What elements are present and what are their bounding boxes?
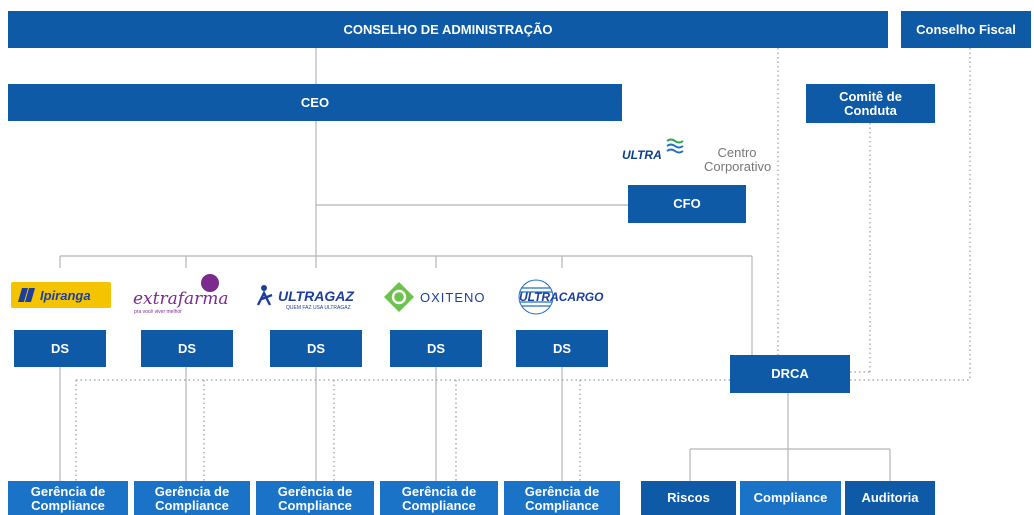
extrafarma-logo-text: extrafarma xyxy=(133,289,229,309)
extrafarma-logo-graphic: extrafarma pra você viver melhor xyxy=(133,274,229,315)
oxiteno-logo: OXITENO xyxy=(383,281,495,313)
compliance-mgmt-extrafarma: Gerência de Compliance xyxy=(134,481,250,515)
compliance-box: Compliance xyxy=(740,481,841,515)
ultragaz-logo: ULTRAGAZ QUEM FAZ USA ULTRAGAZ xyxy=(256,283,374,311)
compliance-mgmt-oxiteno: Gerência de Compliance xyxy=(380,481,498,515)
corporate-center-line2: Corporativo xyxy=(704,159,772,174)
corporate-center-label: Centro Corporativo xyxy=(704,145,772,174)
extrafarma-logo: extrafarma pra você viver melhor xyxy=(133,272,243,316)
ultra-corporate-logo: ULTRA xyxy=(622,137,684,163)
corporate-center-line1: Centro xyxy=(717,145,757,160)
ds-box-oxiteno: DS xyxy=(390,330,482,367)
extrafarma-tagline: pra você viver melhor xyxy=(134,309,182,315)
ultra-wave-icon: ULTRA xyxy=(622,138,684,162)
conduct-committee-box: Comitê de Conduta xyxy=(806,84,935,123)
audit-box: Auditoria xyxy=(845,481,935,515)
compliance-mgmt-ultracargo: Gerência de Compliance xyxy=(504,481,620,515)
cfo-box: CFO xyxy=(628,185,746,223)
ds-box-ultracargo: DS xyxy=(516,330,608,367)
ds-box-extrafarma: DS xyxy=(141,330,233,367)
ultracargo-logo-text: ULTRACARGO xyxy=(519,290,604,304)
ipiranga-logo: Ipiranga xyxy=(11,282,111,308)
drca-box: DRCA xyxy=(730,355,850,393)
ds-box-ultragaz: DS xyxy=(270,330,362,367)
ultragaz-tagline: QUEM FAZ USA ULTRAGAZ xyxy=(286,305,351,311)
ceo-box: CEO xyxy=(8,84,622,121)
ipiranga-logo-text: Ipiranga xyxy=(40,288,91,303)
board-box: CONSELHO DE ADMINISTRAÇÃO xyxy=(8,11,888,48)
ultra-logo-text: ULTRA xyxy=(622,148,662,162)
ds-box-ipiranga: DS xyxy=(14,330,106,367)
oxiteno-logo-text: OXITENO xyxy=(420,290,486,305)
ultragaz-logo-graphic: ULTRAGAZ QUEM FAZ USA ULTRAGAZ xyxy=(256,285,354,311)
compliance-mgmt-ipiranga: Gerência de Compliance xyxy=(8,481,128,515)
ipiranga-logo-graphic: Ipiranga xyxy=(18,288,91,303)
compliance-mgmt-ultragaz: Gerência de Compliance xyxy=(256,481,374,515)
ultracargo-logo: ULTRACARGO xyxy=(518,278,614,316)
risks-box: Riscos xyxy=(641,481,736,515)
fiscal-council-box: Conselho Fiscal xyxy=(901,11,1031,48)
oxiteno-logo-graphic: OXITENO xyxy=(384,282,486,312)
ultragaz-logo-text: ULTRAGAZ xyxy=(278,288,354,304)
ultracargo-logo-graphic: ULTRACARGO xyxy=(518,279,604,315)
